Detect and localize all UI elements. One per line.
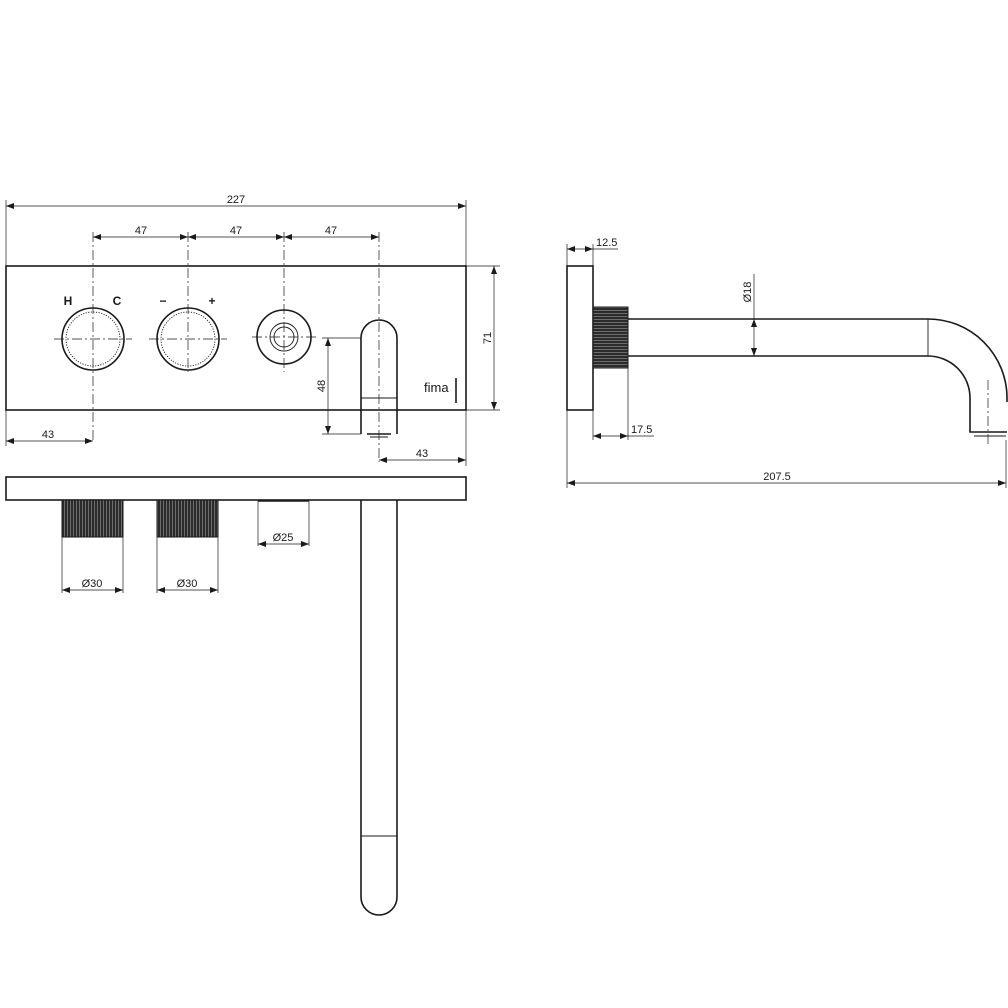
spout-front bbox=[360, 232, 398, 462]
dim-knob-1-diameter: Ø30 bbox=[61, 537, 124, 593]
svg-text:71: 71 bbox=[482, 332, 494, 344]
brand-logo: fima bbox=[424, 380, 449, 395]
hot-label: H bbox=[64, 294, 73, 308]
side-view: Ø18 12.5 17.5 207.5 bbox=[566, 237, 1008, 488]
svg-text:Ø25: Ø25 bbox=[273, 532, 294, 544]
spout-top bbox=[360, 500, 398, 916]
svg-text:47: 47 bbox=[135, 225, 147, 237]
svg-text:47: 47 bbox=[230, 225, 242, 237]
side-plate bbox=[566, 265, 594, 411]
dim-right-offset: 43 bbox=[379, 410, 467, 466]
dim-spacing: 47 47 47 bbox=[93, 225, 379, 240]
top-plate bbox=[5, 476, 467, 501]
svg-text:48: 48 bbox=[316, 380, 328, 392]
svg-text:12.5: 12.5 bbox=[596, 237, 617, 249]
flow-knob bbox=[149, 232, 227, 372]
knob-2-knurl bbox=[156, 499, 219, 538]
diverter-button bbox=[252, 232, 316, 372]
dim-left-offset: 43 bbox=[5, 410, 93, 446]
dim-knob-2-diameter: Ø30 bbox=[156, 537, 219, 593]
svg-text:47: 47 bbox=[325, 225, 337, 237]
spout-side bbox=[628, 318, 1008, 402]
dim-spout-diameter: Ø18 bbox=[742, 274, 757, 356]
side-knurl bbox=[592, 306, 629, 369]
svg-text:Ø30: Ø30 bbox=[82, 578, 103, 590]
svg-text:43: 43 bbox=[416, 448, 428, 460]
dim-knurl-depth: 17.5 bbox=[592, 368, 654, 440]
cold-label: C bbox=[113, 294, 122, 308]
dim-diverter-diameter: Ø25 bbox=[257, 501, 310, 547]
svg-text:17.5: 17.5 bbox=[631, 424, 652, 436]
minus-label: − bbox=[159, 294, 166, 308]
knob-1-knurl bbox=[61, 499, 124, 538]
dim-plate-depth: 12.5 bbox=[566, 237, 618, 266]
plus-label: + bbox=[208, 294, 215, 308]
top-view: Ø25 Ø30 Ø30 bbox=[5, 476, 467, 916]
dim-spout-drop: 48 bbox=[316, 337, 361, 435]
dim-height: 71 bbox=[466, 265, 500, 411]
dim-projection: 207.5 bbox=[566, 410, 1007, 488]
svg-text:Ø30: Ø30 bbox=[177, 578, 198, 590]
temperature-knob bbox=[54, 232, 132, 442]
front-plate bbox=[5, 265, 467, 411]
dim-overall-width: 227 bbox=[5, 194, 467, 266]
svg-text:227: 227 bbox=[227, 194, 245, 206]
front-view: H C − + fima 227 47 47 47 71 bbox=[5, 194, 500, 466]
svg-text:207.5: 207.5 bbox=[763, 471, 791, 483]
svg-text:43: 43 bbox=[42, 429, 54, 441]
svg-text:Ø18: Ø18 bbox=[742, 282, 754, 303]
